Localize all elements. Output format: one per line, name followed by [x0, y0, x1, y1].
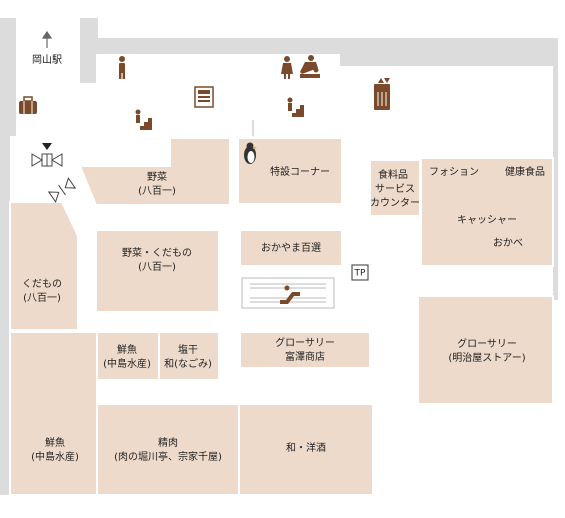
fruits-left-name: くだもの	[22, 278, 62, 290]
shop-fresh-fish-bottom[interactable]	[9, 331, 98, 496]
grocery-tomizawa-sub: 富澤商店	[285, 350, 325, 363]
shop-dried-goods[interactable]	[158, 331, 220, 381]
women-restroom-icon	[281, 56, 293, 79]
baby-changing-icon	[300, 55, 320, 78]
stairs-icon	[135, 109, 152, 130]
food-service-l3: カウンター	[370, 197, 420, 209]
fauchon-name: フォション	[429, 167, 479, 178]
entrance-marker-icon	[42, 143, 52, 150]
side-door-icon	[47, 177, 77, 203]
shop-fauchon-health[interactable]	[420, 157, 554, 267]
fresh-fish-bottom-sub: (中島水産)	[31, 450, 79, 463]
okayama-select-name: おかやま百選	[261, 241, 321, 254]
stairs-icon-right	[287, 97, 304, 117]
health-food-name: 健康食品	[505, 165, 545, 178]
food-service-l1: 食料品	[378, 168, 408, 181]
vegetables-top-sub: (八百一)	[138, 185, 176, 197]
elevator-icon	[374, 78, 390, 110]
veg-fruits-name: 野菜・くだもの	[122, 247, 192, 259]
grocery-meijiya-sub: (明治屋ストアー)	[448, 351, 525, 364]
shop-fruits-left[interactable]	[9, 201, 79, 331]
station-label: 岡山駅	[32, 54, 62, 66]
grocery-meijiya-name: グローサリー	[457, 337, 517, 350]
dried-goods-name: 塩干	[178, 343, 198, 356]
automatic-door-icon	[31, 153, 63, 167]
atm-icon	[194, 86, 214, 108]
cashier-name: キャッシャー	[457, 215, 517, 226]
special-corner-name: 特設コーナー	[270, 165, 330, 178]
men-restroom-icon	[119, 56, 125, 79]
shop-sake[interactable]	[238, 403, 374, 496]
dried-goods-sub: 和(なごみ)	[164, 357, 212, 370]
shop-special-corner[interactable]	[237, 137, 343, 205]
veg-fruits-sub: (八百一)	[138, 261, 176, 273]
walkway-upper	[96, 54, 340, 83]
svg-text:TP: TP	[354, 269, 366, 279]
shop-okayama-select[interactable]	[239, 229, 343, 267]
shop-grocery-meijiya[interactable]	[417, 295, 554, 405]
shop-veg-fruits[interactable]	[95, 229, 220, 313]
walkway-stairs	[78, 83, 188, 136]
fruits-left-sub: (八百一)	[23, 292, 61, 304]
fresh-fish-mid-sub: (中島水産)	[103, 357, 151, 370]
shop-grocery-tomizawa[interactable]	[239, 331, 371, 369]
escalator-icon	[241, 277, 335, 309]
shop-vegetables-top[interactable]	[78, 137, 231, 206]
wall-right-strip	[418, 404, 558, 498]
fresh-fish-mid-name: 鮮魚	[117, 343, 137, 356]
shop-meat[interactable]	[96, 403, 240, 496]
vegetables-top-name: 野菜	[147, 171, 167, 183]
meat-name: 精肉	[158, 436, 178, 449]
telephone-icon: TP	[351, 264, 369, 281]
shop-fresh-fish-mid[interactable]	[95, 331, 160, 381]
wall-bottom	[0, 495, 565, 518]
shop-food-service-counter[interactable]	[369, 159, 421, 217]
penguin-icon	[244, 142, 257, 164]
up-arrow-icon	[41, 30, 53, 48]
food-service-l2: サービス	[375, 183, 415, 195]
okabe-name: おかべ	[493, 237, 523, 249]
meat-sub: (肉の堀川亭、宗家千屋)	[114, 450, 222, 463]
coin-locker-icon	[19, 96, 37, 114]
fresh-fish-bottom-name: 鮮魚	[45, 436, 65, 449]
grocery-tomizawa-name: グローサリー	[275, 336, 335, 349]
sake-name: 和・洋酒	[286, 441, 326, 454]
